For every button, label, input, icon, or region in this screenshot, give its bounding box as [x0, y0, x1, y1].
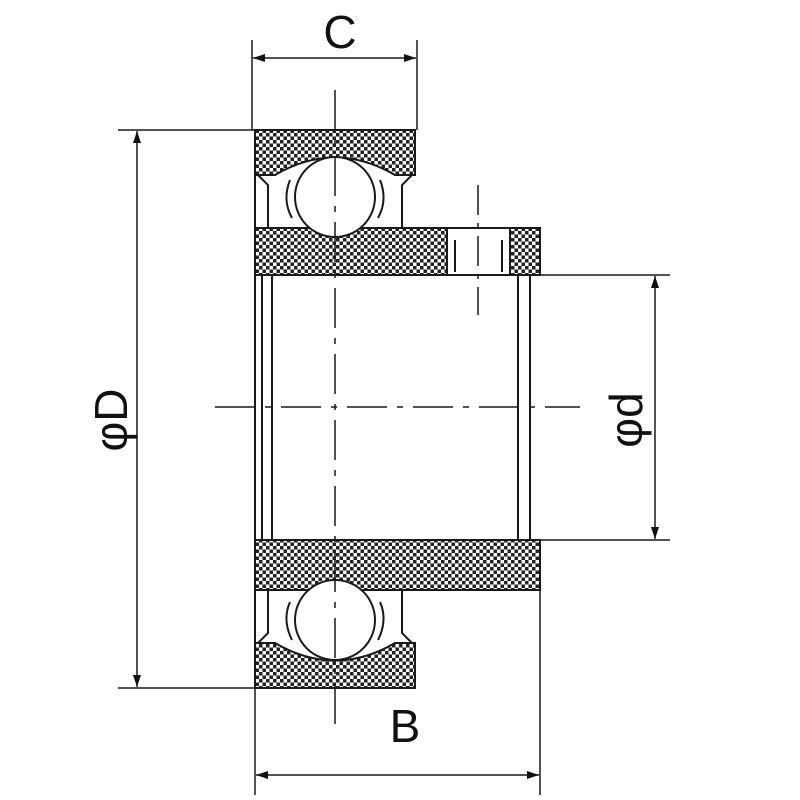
label-outer-diameter: φD — [85, 388, 137, 451]
label-b: B — [390, 700, 421, 752]
inner-ring-top-right — [509, 227, 541, 276]
label-bore-diameter: φd — [600, 392, 652, 447]
label-c: C — [323, 6, 356, 58]
inner-ring-bottom — [254, 539, 541, 591]
inner-ring-top — [254, 227, 448, 276]
